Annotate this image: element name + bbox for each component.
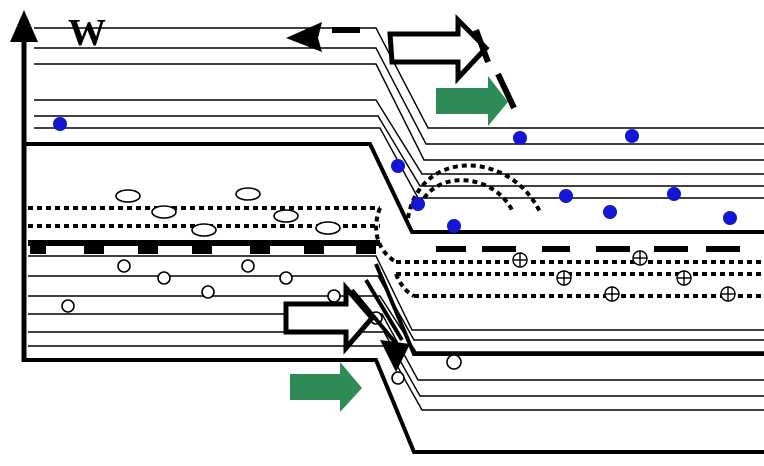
green-arrow-bottom [290, 362, 362, 412]
left-arrow-top [286, 22, 322, 52]
ion-circles [512, 250, 736, 302]
hollow-circle-icon [117, 259, 131, 273]
green-arrow-top [436, 76, 508, 126]
vertical-axis [10, 10, 38, 362]
filled-circle-icon [625, 129, 639, 143]
filled-circle-icon [53, 117, 67, 131]
hollow-arrow-right-icon [283, 281, 376, 355]
hollow-circle-icon [151, 205, 177, 219]
filled-circle-icon [447, 219, 461, 233]
hollow-circle-icon [391, 371, 405, 385]
hollow-circle-icon [327, 289, 341, 303]
hollow-circle-icon [61, 299, 75, 313]
circle-plus-icon [604, 286, 620, 302]
lower-thick-boundary [26, 263, 764, 454]
hollow-circle-icon [201, 285, 215, 299]
hollow-circle-icon [157, 271, 171, 285]
arrow-left-icon [286, 22, 322, 52]
filled-circle-icon [723, 211, 737, 225]
hollow-circle-icon [191, 223, 217, 237]
filled-circle-icon [559, 189, 573, 203]
axis-label: W [68, 12, 106, 54]
filled-circle-icon [603, 205, 617, 219]
blue-dots [53, 117, 737, 233]
dotted-boundaries [28, 163, 764, 298]
circle-plus-icon [632, 250, 648, 266]
green-arrow-right-icon [436, 76, 508, 126]
filled-circle-icon [513, 131, 527, 145]
hollow-circle-icon [235, 187, 261, 201]
outline-arrow-top [387, 13, 490, 85]
hollow-circles [61, 187, 462, 385]
arrow-up-icon [10, 10, 38, 42]
upper-band-lines [34, 27, 764, 199]
circle-plus-icon [676, 270, 692, 286]
filled-circle-icon [667, 187, 681, 201]
comb-rows [28, 240, 740, 254]
circle-plus-icon [556, 270, 572, 286]
hollow-arrow-right-icon [387, 13, 490, 85]
filled-circle-icon [411, 197, 425, 211]
upper-thick-boundary [26, 142, 764, 234]
hollow-circle-icon [115, 189, 141, 203]
outline-arrow-bottom [283, 281, 376, 355]
green-arrow-right-icon [290, 362, 362, 412]
hollow-circle-icon [241, 259, 255, 273]
filled-circle-icon [391, 159, 405, 173]
hollow-circle-icon [273, 209, 299, 223]
circle-plus-icon [720, 286, 736, 302]
arrow-down-icon [380, 340, 410, 372]
down-arrow-junction [350, 278, 410, 372]
hollow-circle-icon [279, 271, 293, 285]
circle-plus-icon [512, 252, 528, 268]
hollow-circle-icon [315, 221, 341, 235]
hollow-circle-icon [446, 354, 462, 370]
